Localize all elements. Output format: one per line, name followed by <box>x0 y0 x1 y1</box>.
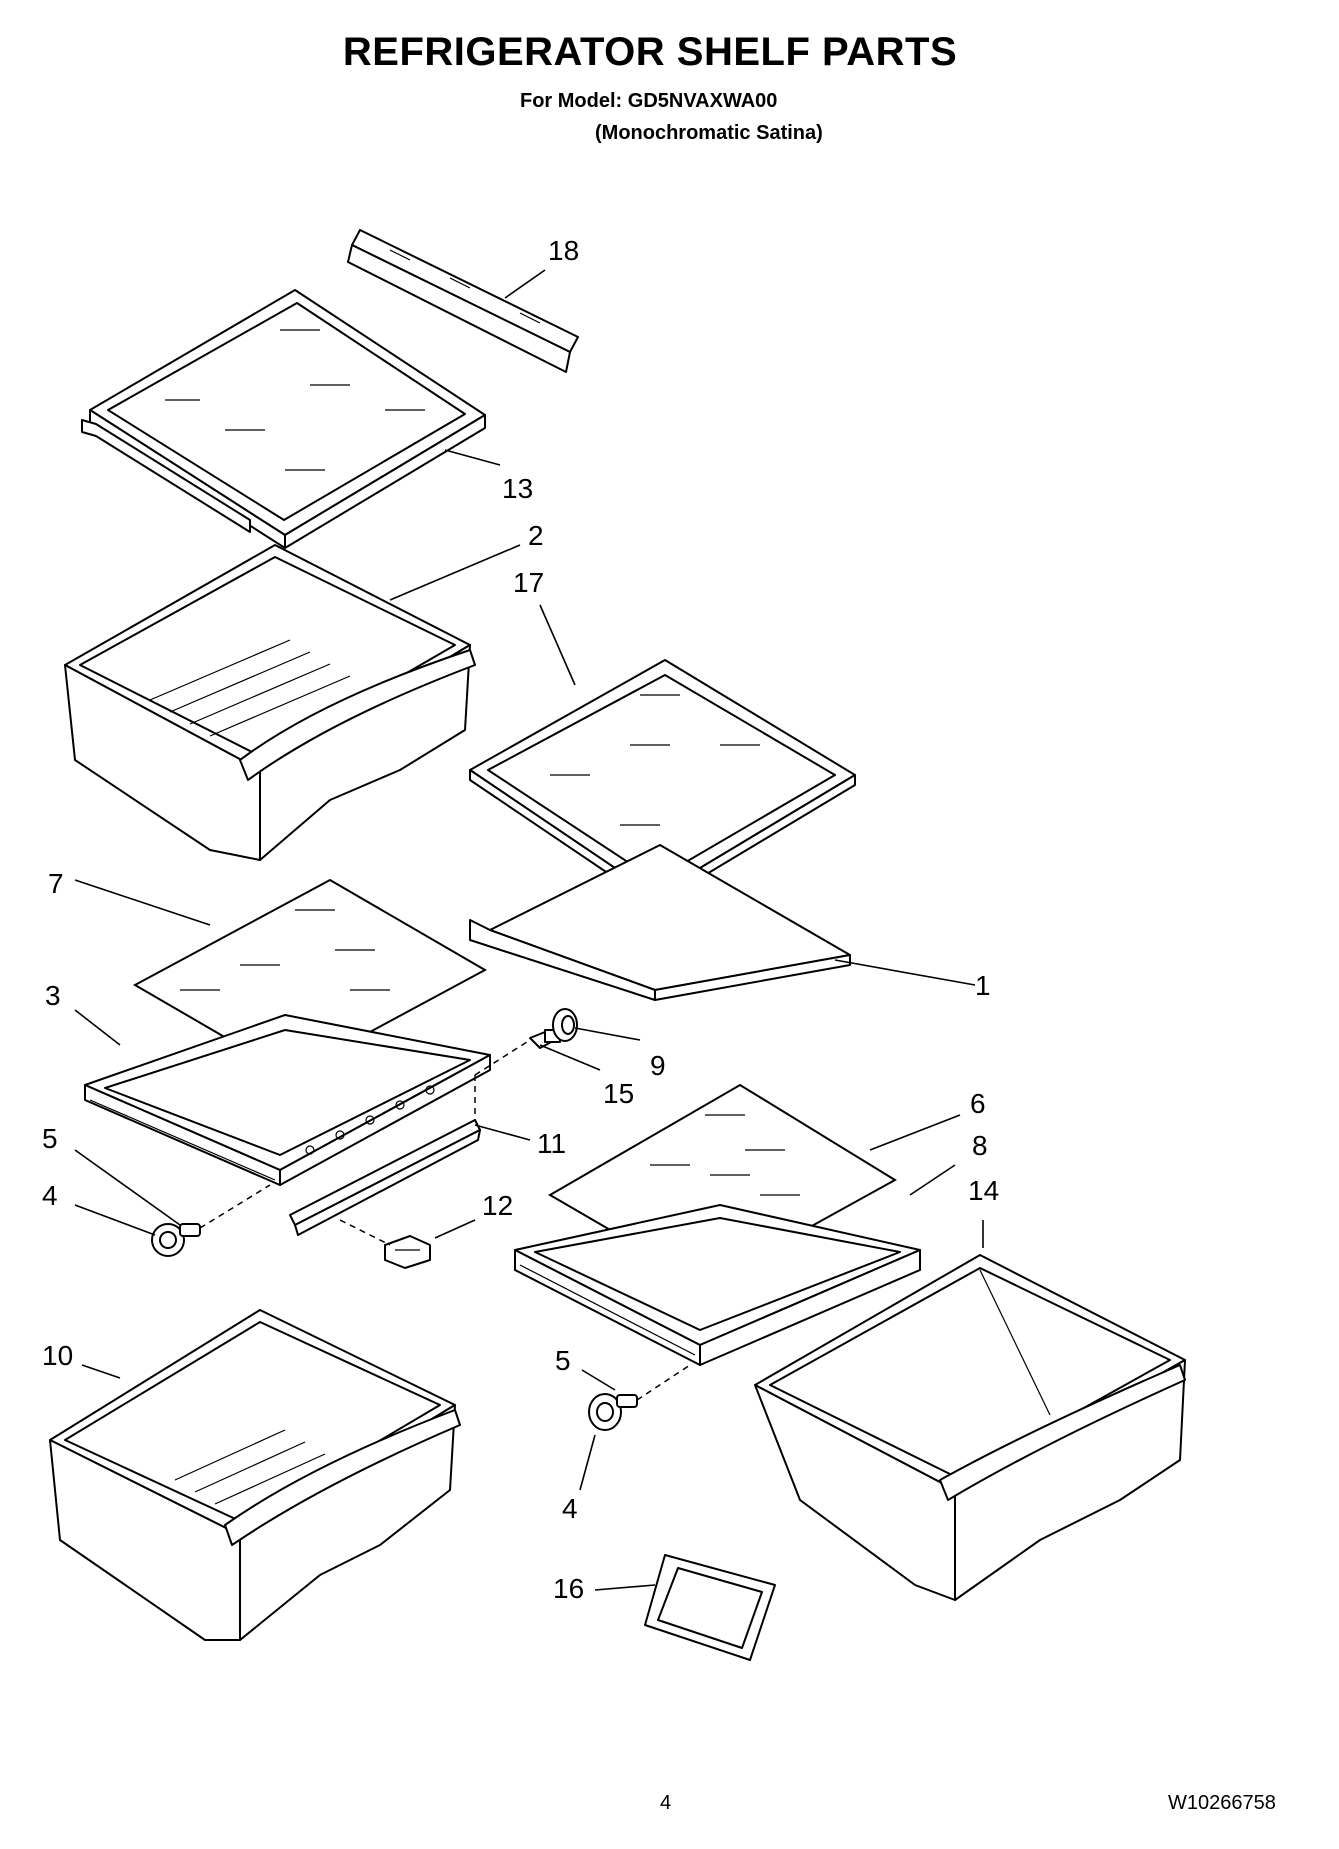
callout-14: 14 <box>968 1175 999 1206</box>
callout-5-right: 5 <box>555 1345 571 1376</box>
part-5-screw-left <box>179 1223 201 1237</box>
callout-10: 10 <box>42 1340 73 1371</box>
callout-6: 6 <box>970 1088 986 1119</box>
part-4-knob-right <box>588 1393 622 1431</box>
callout-11: 11 <box>537 1128 566 1159</box>
part-4-knob-left <box>151 1223 185 1257</box>
variant-line: (Monochromatic Satina) <box>595 122 823 144</box>
callout-7: 7 <box>48 868 64 899</box>
callout-8: 8 <box>972 1130 988 1161</box>
page-number: 4 <box>660 1792 672 1814</box>
callout-12: 12 <box>482 1190 513 1221</box>
part-5-screw-right <box>616 1394 638 1408</box>
callout-16: 16 <box>553 1573 584 1604</box>
assembly-line <box>339 1219 391 1246</box>
part-16-light-cover <box>644 1554 776 1661</box>
model-line: For Model: GD5NVAXWA00 <box>520 90 778 112</box>
part-13-shelf <box>81 289 486 549</box>
callout-4-left: 4 <box>42 1180 58 1211</box>
part-12-clip <box>384 1235 431 1269</box>
callout-13: 13 <box>502 473 533 504</box>
page-title: REFRIGERATOR SHELF PARTS <box>342 30 958 74</box>
part-8-shelf-frame <box>514 1204 921 1366</box>
callout-17: 17 <box>513 567 544 598</box>
callout-2: 2 <box>528 520 544 551</box>
part-1-shelf-bracket <box>469 844 851 1001</box>
leader-lines <box>74 269 984 1591</box>
callout-1: 1 <box>975 970 991 1001</box>
assembly-line <box>636 1364 691 1401</box>
part-18-rail <box>347 229 579 373</box>
callout-18: 18 <box>548 235 579 266</box>
part-9-nut <box>552 1008 578 1042</box>
assembly-line <box>199 1184 271 1229</box>
part-3-shelf-frame <box>84 1014 491 1186</box>
callout-5-left: 5 <box>42 1123 58 1154</box>
callout-4-right: 4 <box>562 1493 578 1524</box>
callout-9: 9 <box>650 1050 666 1081</box>
part-11-light-lens <box>289 1119 481 1236</box>
callout-15: 15 <box>603 1078 634 1109</box>
callout-3: 3 <box>45 980 61 1011</box>
document-number: W10266758 <box>1168 1792 1276 1814</box>
part-2-crisper-drawer <box>64 544 476 861</box>
part-14-crisper-drawer <box>754 1254 1186 1601</box>
part-10-crisper-drawer <box>49 1309 461 1641</box>
